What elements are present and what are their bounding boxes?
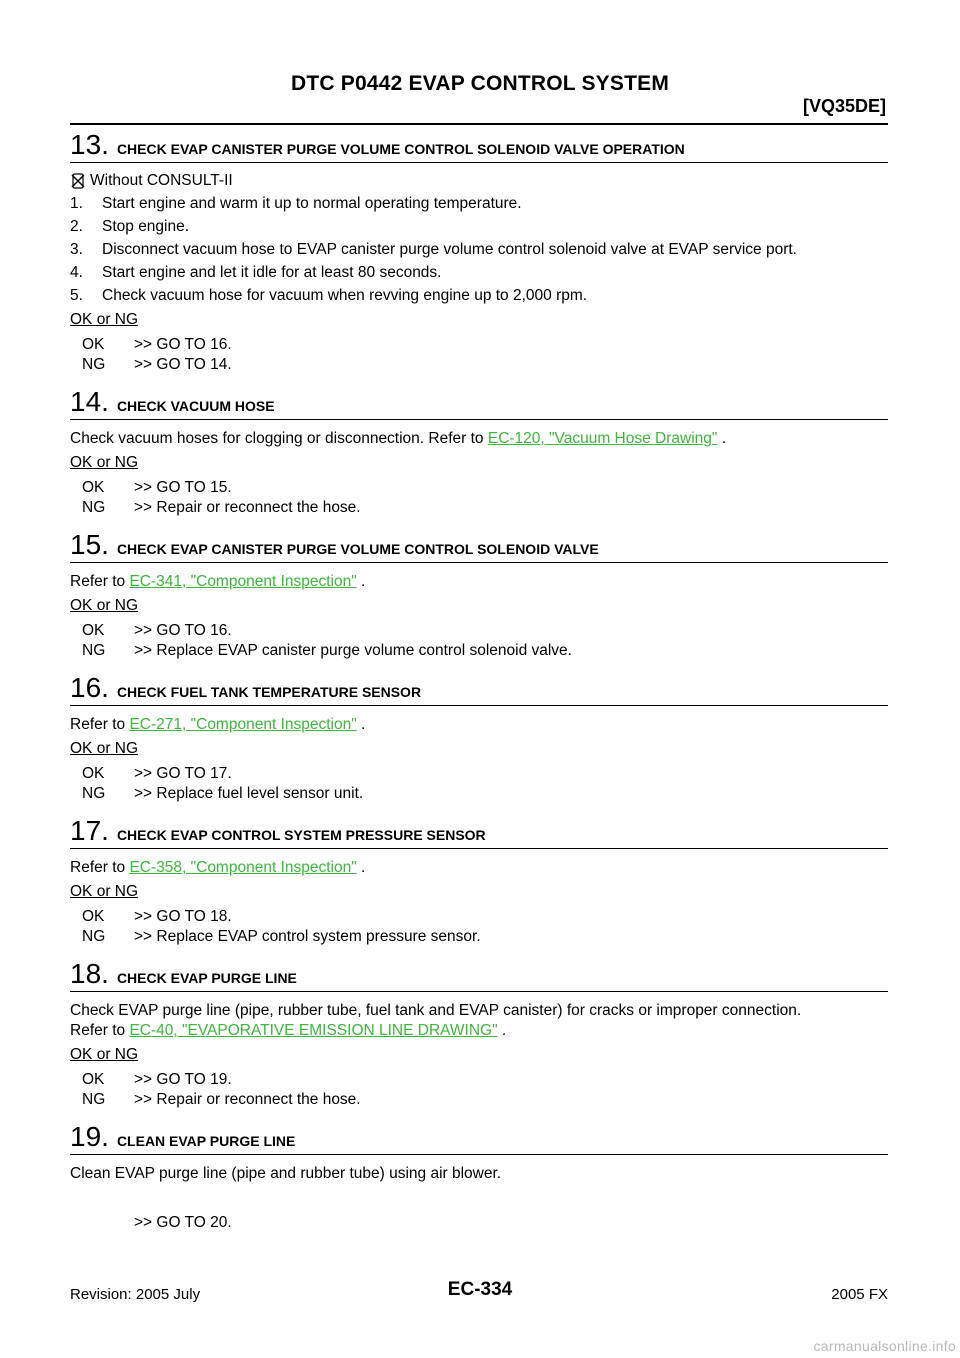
step-title: CHECK EVAP CONTROL SYSTEM PRESSURE SENSO… — [116, 827, 486, 843]
step-instruction: Refer to EC-271, "Component Inspection" … — [70, 716, 366, 733]
step-header: 18. CHECK EVAP PURGE LINE — [70, 957, 888, 992]
step-title: CLEAN EVAP PURGE LINE — [116, 1133, 296, 1149]
header-rule — [70, 123, 888, 125]
step-15: 15. CHECK EVAP CANISTER PURGE VOLUME CON… — [70, 528, 888, 661]
ok-result: OK>> GO TO 15. — [82, 479, 232, 496]
list-item: 1.Start engine and warm it up to normal … — [70, 195, 522, 212]
step-number: 17. — [70, 815, 109, 846]
model-label: 2005 FX — [831, 1286, 888, 1303]
ok-or-ng-label: OK or NG — [70, 1046, 139, 1063]
revision-label: Revision: 2005 July — [70, 1286, 201, 1303]
reference-link[interactable]: EC-120, "Vacuum Hose Drawing" — [487, 430, 718, 447]
ok-result: OK>> GO TO 17. — [82, 765, 232, 782]
procedure-content: 13. CHECK EVAP CANISTER PURGE VOLUME CON… — [70, 128, 888, 1233]
ng-result: NG>> Replace EVAP control system pressur… — [82, 928, 481, 945]
step-results: OK>> GO TO 16. NG>> GO TO 14. — [70, 335, 888, 375]
step-instruction: Refer to EC-341, "Component Inspection" … — [70, 573, 366, 590]
no-consult-icon — [71, 172, 85, 189]
ok-result: OK>> GO TO 16. — [82, 622, 232, 639]
consult-note: Without CONSULT-II — [70, 169, 888, 192]
watermark: carmanualsonline.info — [813, 1338, 956, 1354]
step-13: 13. CHECK EVAP CANISTER PURGE VOLUME CON… — [70, 128, 888, 375]
ok-or-ng-label: OK or NG — [70, 883, 139, 900]
ok-or-ng-label: OK or NG — [70, 454, 139, 471]
reference-link[interactable]: EC-40, "EVAPORATIVE EMISSION LINE DRAWIN… — [129, 1022, 498, 1039]
step-instruction: Clean EVAP purge line (pipe and rubber t… — [70, 1165, 502, 1182]
ok-result: OK>> GO TO 16. — [82, 336, 232, 353]
goto-result: >> GO TO 20. — [134, 1214, 232, 1231]
reference-link[interactable]: EC-341, "Component Inspection" — [129, 573, 357, 590]
step-reference: Refer to EC-40, "EVAPORATIVE EMISSION LI… — [70, 1022, 507, 1039]
step-18: 18. CHECK EVAP PURGE LINE Check EVAP pur… — [70, 957, 888, 1110]
step-title: CHECK EVAP PURGE LINE — [116, 970, 297, 986]
step-number: 18. — [70, 958, 109, 989]
reference-link[interactable]: EC-358, "Component Inspection" — [129, 859, 357, 876]
step-16: 16. CHECK FUEL TANK TEMPERATURE SENSOR R… — [70, 671, 888, 804]
reference-link[interactable]: EC-271, "Component Inspection" — [129, 716, 357, 733]
step-17: 17. CHECK EVAP CONTROL SYSTEM PRESSURE S… — [70, 814, 888, 947]
step-title: CHECK VACUUM HOSE — [116, 398, 275, 414]
step-header: 14. CHECK VACUUM HOSE — [70, 385, 888, 420]
consult-label: Without CONSULT-II — [90, 172, 233, 189]
step-results: OK>> GO TO 16. NG>> Replace EVAP caniste… — [70, 621, 888, 661]
step-title: CHECK EVAP CANISTER PURGE VOLUME CONTROL… — [116, 541, 599, 557]
step-number: 13. — [70, 129, 109, 160]
step-instruction: Check EVAP purge line (pipe, rubber tube… — [70, 1002, 802, 1019]
step-header: 16. CHECK FUEL TANK TEMPERATURE SENSOR — [70, 671, 888, 706]
step-header: 15. CHECK EVAP CANISTER PURGE VOLUME CON… — [70, 528, 888, 563]
step-header: 19. CLEAN EVAP PURGE LINE — [70, 1120, 888, 1155]
step-number: 15. — [70, 529, 109, 560]
step-results: OK>> GO TO 15. NG>> Repair or reconnect … — [70, 478, 888, 518]
ok-or-ng-label: OK or NG — [70, 597, 139, 614]
ok-result: OK>> GO TO 18. — [82, 908, 232, 925]
ng-result: NG>> Repair or reconnect the hose. — [82, 1091, 361, 1108]
step-results: OK>> GO TO 18. NG>> Replace EVAP control… — [70, 907, 888, 947]
page-number: EC-334 — [447, 1279, 513, 1300]
ok-or-ng-label: OK or NG — [70, 740, 139, 757]
step-header: 13. CHECK EVAP CANISTER PURGE VOLUME CON… — [70, 128, 888, 163]
step-header: 17. CHECK EVAP CONTROL SYSTEM PRESSURE S… — [70, 814, 888, 849]
list-item: 2.Stop engine. — [70, 218, 190, 235]
ok-or-ng-label: OK or NG — [70, 311, 139, 328]
step-number: 19. — [70, 1121, 109, 1152]
step-14: 14. CHECK VACUUM HOSE Check vacuum hoses… — [70, 385, 888, 518]
step-title: CHECK FUEL TANK TEMPERATURE SENSOR — [116, 684, 422, 700]
list-item: 5.Check vacuum hose for vacuum when revv… — [70, 287, 588, 304]
ng-result: NG>> Replace EVAP canister purge volume … — [82, 642, 572, 659]
step-number: 14. — [70, 386, 109, 417]
list-item: 3.Disconnect vacuum hose to EVAP caniste… — [70, 241, 797, 258]
page-title: DTC P0442 EVAP CONTROL SYSTEM — [290, 72, 670, 95]
list-item: 4.Start engine and let it idle for at le… — [70, 264, 442, 281]
step-instruction: Refer to EC-358, "Component Inspection" … — [70, 859, 366, 876]
step-results: OK>> GO TO 17. NG>> Replace fuel level s… — [70, 764, 888, 804]
ng-result: NG>> Repair or reconnect the hose. — [82, 499, 361, 516]
step-title: CHECK EVAP CANISTER PURGE VOLUME CONTROL… — [116, 141, 685, 157]
ng-result: NG>> GO TO 14. — [82, 356, 232, 373]
ok-result: OK>> GO TO 19. — [82, 1071, 232, 1088]
step-19: 19. CLEAN EVAP PURGE LINE Clean EVAP pur… — [70, 1120, 888, 1233]
engine-code: [VQ35DE] — [802, 96, 886, 116]
step-results: OK>> GO TO 19. NG>> Repair or reconnect … — [70, 1070, 888, 1110]
step-instruction: Check vacuum hoses for clogging or disco… — [70, 430, 727, 447]
ng-result: NG>> Replace fuel level sensor unit. — [82, 785, 364, 802]
step-number: 16. — [70, 672, 109, 703]
